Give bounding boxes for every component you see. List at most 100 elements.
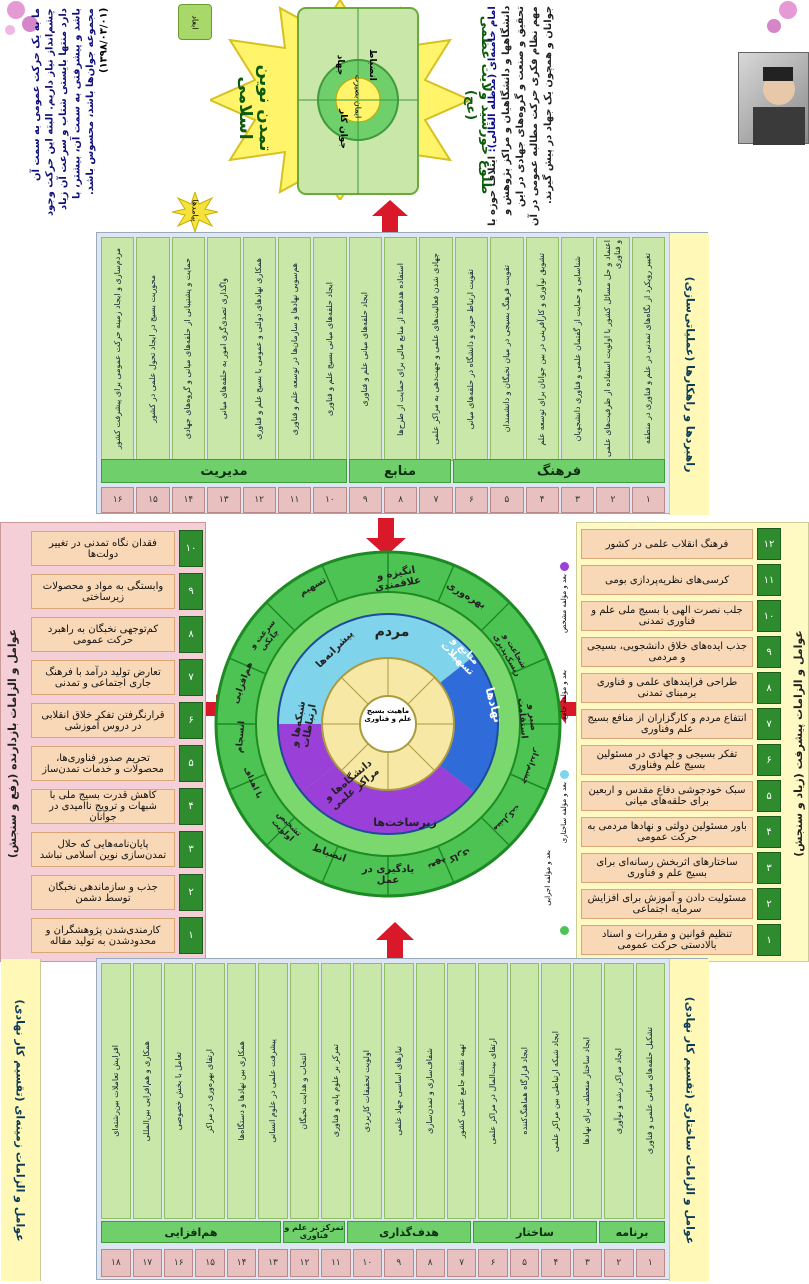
- strategy-number: ۵: [490, 487, 524, 513]
- structural-number: ۱۴: [226, 1249, 257, 1277]
- strategy-column-text: هم‌سویی نهادها و سازمان‌ها در توسعه علم …: [289, 262, 299, 436]
- structural-number: ۱۳: [258, 1249, 288, 1277]
- sun-badge-label: پیامدها: [190, 199, 200, 222]
- structural-number: ۴: [541, 1249, 571, 1277]
- structural-number: ۱۱: [321, 1249, 351, 1277]
- list-item-text: جذب ایده‌های خلاق دانشجویی، بسیجی و مردم…: [581, 637, 753, 667]
- list-item-number: ۸: [757, 672, 781, 704]
- strategy-column: ایجاد حلقه‌های میانی بسیج علم و فناوری: [313, 237, 347, 461]
- list-item-text: ساختارهای اثربخش رسانه‌ای برای بسیج علم …: [581, 853, 753, 883]
- strategy-column: واگذاری تصدی‌گری امور به حلقه‌های میانی: [207, 237, 241, 461]
- list-item-number: ۴: [757, 816, 781, 848]
- center-circle-diagram: ماهیت بسیج علم و فناوری مردم نهادها زیرس…: [212, 548, 564, 900]
- strategy-column: مردم‌سازی و ایجاد زمینه حرکت عمومی برای …: [101, 237, 135, 461]
- strategies-category-management: مدیریت: [101, 459, 347, 483]
- strategy-column-text: استفاده هدفمند از منابع مالی برای حمایت …: [395, 262, 405, 436]
- structural-column: نیازهای اساسی جهاد علمی: [384, 963, 414, 1219]
- strategies-columns: تغییر رویکرد از نگاه‌های تمدنی در علم و …: [101, 237, 665, 461]
- bottom-category-goal: هدف‌گذاری: [347, 1221, 471, 1243]
- list-item-text: انتفاع مردم و کارگزاران از منافع بسیج عل…: [581, 709, 753, 739]
- list-item-number: ۱۰: [757, 600, 781, 632]
- strategy-column: تغییر رویکرد از نگاه‌های تمدنی در علم و …: [631, 237, 665, 461]
- strategy-number: ۴: [525, 487, 559, 513]
- structural-column: همکاری و هم‌افزایی بین‌المللی: [132, 963, 162, 1219]
- list-item-number: ۱: [179, 917, 203, 954]
- list-item-text: تفکر بسیجی و جهادی در مسئولین بسیج علم و…: [581, 745, 753, 775]
- list-item-text: کاهش قدرت بسیج ملی با شبهات و ترویج ناام…: [31, 789, 175, 824]
- right-quote-text: ما به یک حرکت عمومی به سمت آن چشم‌انداز …: [31, 8, 96, 216]
- structural-number: ۵: [509, 1249, 540, 1277]
- structural-column: همکاری بین نهادها و دستگاه‌ها: [226, 963, 257, 1219]
- strategy-column: تقویت ارتباط حوزه و دانشگاه در حلقه‌های …: [454, 237, 489, 461]
- strategies-category-culture: فرهنگ: [453, 459, 665, 483]
- structural-column-text: اولویت تحقیقات کاربردی: [362, 1049, 372, 1133]
- structural-column: شفاف‌سازی و تمدن‌سازی: [415, 963, 445, 1219]
- structural-column: تهیه نقشه جامع علمی کشور: [446, 963, 477, 1219]
- right-quote-block: ما به یک حرکت عمومی به سمت آن چشم‌انداز …: [30, 8, 180, 228]
- structural-number: ۱۶: [164, 1249, 194, 1277]
- strategy-number: ۱۶: [101, 487, 135, 513]
- right-panel-title: عوامل و الزامات پیشرفت (زیاد و سنجش): [791, 629, 805, 857]
- structural-column: ایجاد مراکز رشد و نوآوری: [604, 963, 634, 1219]
- strategies-category-resources: منابع: [349, 459, 451, 483]
- quote-date: (۱۳۹۸/۰۳/۰۱): [98, 8, 110, 74]
- list-item-number: ۷: [179, 659, 203, 696]
- list-item-number: ۳: [179, 831, 203, 868]
- crown-cell-1: انضباط: [367, 49, 377, 81]
- structural-column: ایجاد شبکه ارتباطی بین مراکز علمی: [541, 963, 571, 1219]
- strategy-column-text: همکاری نهادهای دولتی و عمومی با بسیج علم…: [254, 258, 264, 440]
- bottom-category-structure: ساختار: [473, 1221, 597, 1243]
- structural-column-text: نیازهای اساسی جهاد علمی: [393, 1046, 403, 1136]
- legend-dot-sky: [560, 770, 569, 779]
- list-item-number: ۱۲: [757, 528, 781, 560]
- circle-legend: بعد و مؤلفه مشخص بعد و مؤلفه جامع بعد و …: [540, 560, 576, 940]
- arrow-up-bottom: [376, 922, 414, 958]
- structural-column: انتخاب و هدایت نخبگان: [289, 963, 320, 1219]
- strategy-number: ۶: [454, 487, 489, 513]
- strategies-block: راهبردها و راهکارها (عملیاتی‌سازی) تغییر…: [96, 232, 709, 515]
- structural-number: ۳: [572, 1249, 603, 1277]
- structural-column-text: ایجاد قرارگاه هماهنگ‌کننده: [519, 1047, 529, 1135]
- list-item-number: ۶: [757, 744, 781, 776]
- top-section: ما به یک حرکت عمومی به سمت آن چشم‌انداز …: [0, 0, 809, 234]
- structural-column-text: انتخاب و هدایت نخبگان: [299, 1052, 309, 1130]
- bottom-category-focus: تمرکز بر علم و فناوری: [283, 1221, 345, 1243]
- strategy-column-text: تقویت ارتباط حوزه و دانشگاه در حلقه‌های …: [466, 268, 476, 430]
- strategy-column-text: حمایت و پشتیبانی از حلقه‌های میانی و گرو…: [183, 258, 193, 440]
- ring2-infrastructure: زیرساخت‌ها: [373, 816, 437, 829]
- list-item-number: ۹: [179, 573, 203, 610]
- strategy-column-text: شناسایی و حمایت از گفتمان علمی و فناوری …: [572, 256, 582, 442]
- structural-number: ۸: [415, 1249, 445, 1277]
- list-item-number: ۱۱: [757, 564, 781, 596]
- list-item-text: مسئولیت دادن و آموزش برای افزایش سرمایه …: [581, 889, 753, 919]
- structural-number: ۲: [604, 1249, 634, 1277]
- left-panel-title: عوامل و الزامات بازدارنده (رفع و سنجش): [1, 523, 25, 963]
- structural-column-text: همکاری و هم‌افزایی بین‌المللی: [142, 1040, 152, 1142]
- structural-number: ۱۲: [289, 1249, 320, 1277]
- bottom-category-program: برنامه: [599, 1221, 665, 1243]
- legend-dot-green: [560, 926, 569, 935]
- flower-decoration-top-right: [760, 0, 809, 40]
- left-panel: عوامل و الزامات بازدارنده (رفع و سنجش) ۱…: [0, 522, 206, 963]
- structural-column-text: همکاری بین نهادها و دستگاه‌ها: [236, 1041, 246, 1141]
- arrow-up-top: [372, 200, 408, 234]
- structural-number: ۱۰: [352, 1249, 383, 1277]
- bottom-category-synergy: هم‌افزایی: [101, 1221, 281, 1243]
- strategy-column: حمایت و پشتیبانی از حلقه‌های میانی و گرو…: [171, 237, 206, 461]
- list-item-number: ۸: [179, 616, 203, 653]
- list-item-text: تعارض تولید درآمد با فرهنگ جاری اجتماعی …: [31, 660, 175, 695]
- structural-column: تشکیل حلقه‌های میانی علمی و فناوری: [635, 963, 665, 1219]
- list-item-text: فقدان نگاه تمدنی در تغییر دولت‌ها: [31, 531, 175, 566]
